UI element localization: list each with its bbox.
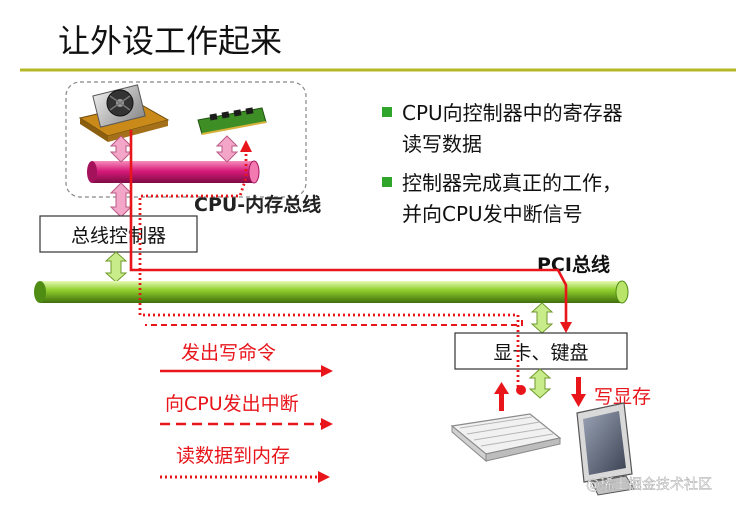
write-vram-label: 写显存 [594, 386, 651, 408]
bullet-1: CPU向控制器中的寄存器 读写数据 [382, 101, 623, 156]
display-output-arrow [571, 377, 586, 407]
bullet-2-line-2: 并向CPU发中断信号 [402, 202, 583, 226]
legend-write-command-label: 发出写命令 [181, 342, 276, 364]
pci-device-link-arrow [530, 302, 554, 334]
bullet-2-line-1: 控制器完成真正的工作， [402, 171, 622, 195]
bus-controller-link-arrow [109, 182, 133, 218]
bus-controller-label: 总线控制器 [71, 225, 166, 247]
monitor-icon [576, 402, 635, 496]
legend-interrupt-arrowhead [321, 418, 333, 430]
legend-read-data-arrowhead [318, 471, 330, 483]
cpu-memory-bus [87, 160, 260, 184]
keyboard-input-arrow [494, 382, 509, 411]
device-box-label: 显卡、键盘 [493, 342, 588, 364]
memory-bus-link-arrow [215, 135, 239, 163]
memory-module-icon [197, 107, 267, 135]
legend: 发出写命令 向CPU发出中断 读数据到内存 [160, 342, 333, 483]
write-command-path [129, 130, 568, 327]
device-peripheral-link-arrow [528, 368, 552, 399]
write-command-arrowhead [560, 322, 572, 333]
bullet-1-line-1: CPU向控制器中的寄存器 [402, 101, 623, 125]
pci-bus-label: PCI总线 [537, 253, 610, 276]
interrupt-source-dot [516, 385, 526, 395]
cpu-memory-bus-label: CPU-内存总线 [194, 193, 321, 216]
interrupt-path [145, 320, 523, 326]
slide-title: 让外设工作起来 [58, 22, 282, 60]
bullet-2: 控制器完成真正的工作， 并向CPU发中断信号 [382, 171, 622, 226]
bus-controller-box [39, 215, 198, 253]
read-data-arrowhead [240, 140, 252, 152]
legend-read-data-label: 读数据到内存 [176, 445, 290, 467]
controller-pci-link-arrow [104, 251, 128, 283]
watermark: @稀土掘金技术社区 [586, 477, 712, 493]
cpu-bus-link-arrow [109, 135, 133, 163]
bullet-1-marker [382, 107, 392, 117]
bullet-1-line-2: 读写数据 [402, 132, 482, 156]
read-data-path [138, 148, 520, 387]
legend-interrupt-label: 向CPU发出中断 [165, 393, 299, 415]
pci-bus [34, 280, 629, 304]
legend-write-command-arrowhead [321, 365, 333, 377]
device-box [454, 332, 628, 370]
bullet-2-marker [382, 177, 392, 187]
cpu-chip-icon [78, 84, 170, 142]
keyboard-icon [450, 413, 562, 463]
